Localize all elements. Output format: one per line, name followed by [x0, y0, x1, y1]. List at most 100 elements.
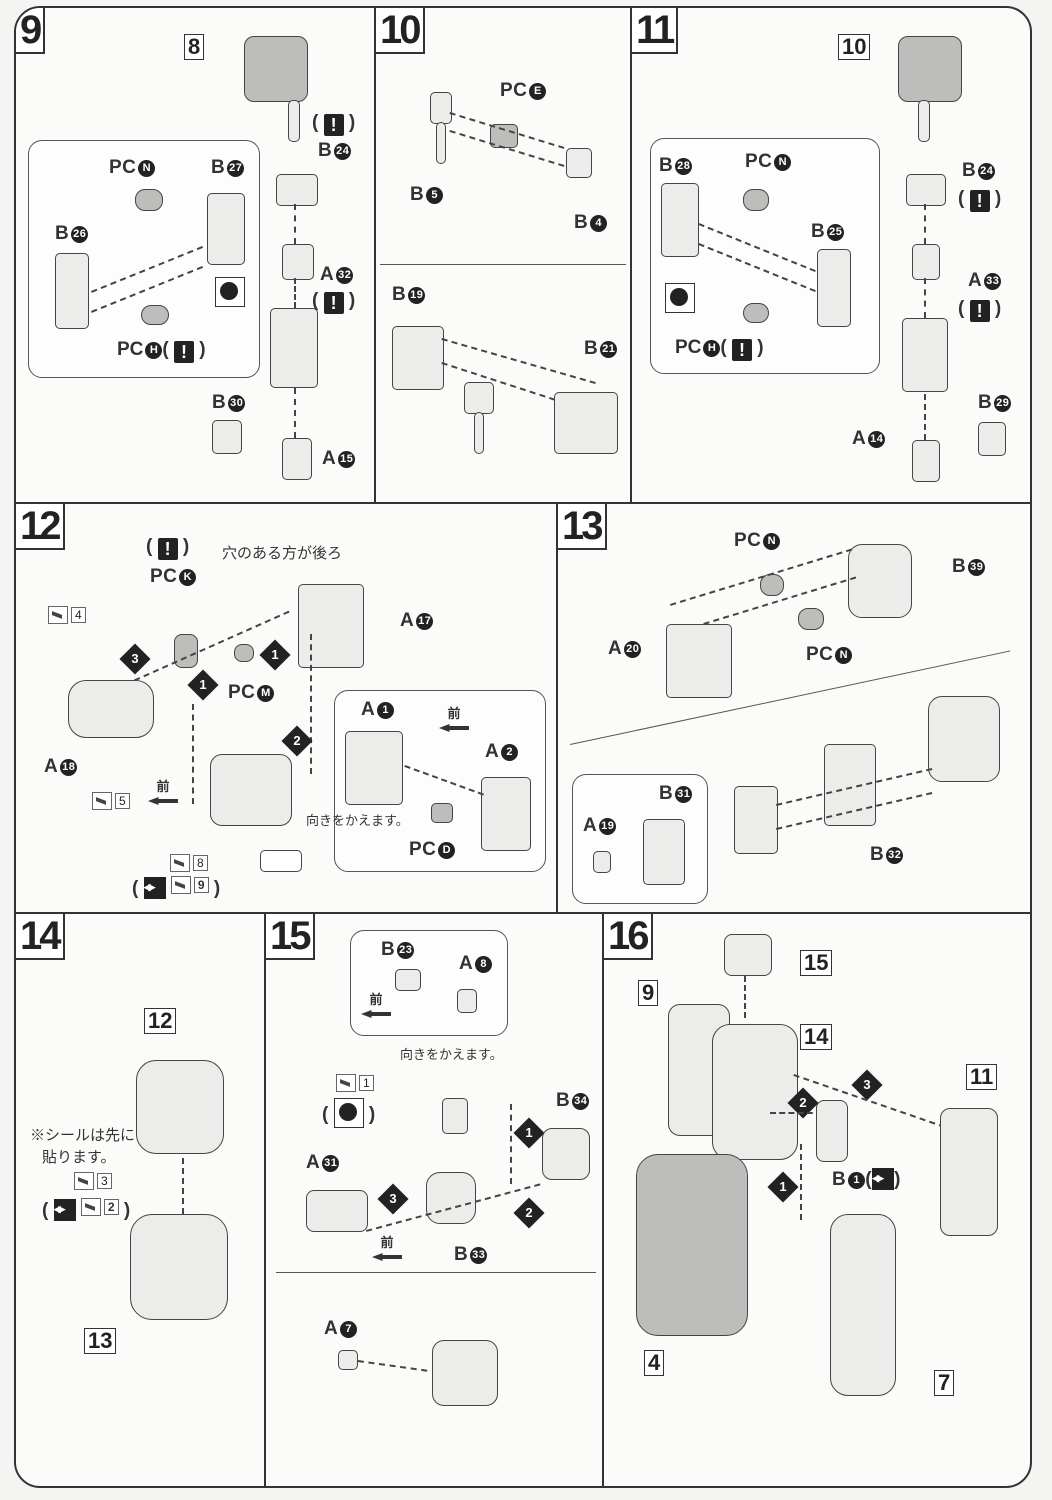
part-shoulder — [244, 36, 308, 102]
part-label-b1: B1() — [832, 1168, 901, 1191]
step-number: 12 — [16, 504, 65, 550]
sequence-marker: 1 — [187, 669, 219, 701]
sticker-icon — [48, 606, 68, 624]
sequence-marker: 3 — [119, 643, 151, 675]
part-visor — [442, 1098, 468, 1134]
part-peg — [918, 100, 930, 142]
warning-icon: ! — [323, 114, 344, 136]
sequence-marker: 3 — [377, 1183, 409, 1215]
part-b26 — [55, 253, 89, 329]
warning-icon: ! — [969, 190, 990, 212]
sequence-marker: 2 — [513, 1197, 545, 1229]
part-a7 — [338, 1350, 358, 1370]
sticker-icon — [170, 854, 190, 872]
part-b23 — [395, 969, 421, 991]
front-direction: 前 — [361, 989, 391, 1018]
part-torso — [712, 1024, 798, 1160]
part-b29 — [978, 422, 1006, 456]
assembly-line — [924, 204, 926, 244]
part-a19 — [593, 851, 611, 873]
note-sticker-first: ※シールは先に — [30, 1127, 136, 1144]
part-pc-k — [174, 634, 198, 668]
part-shoulder — [898, 36, 962, 102]
sticker-3: 3 — [74, 1172, 112, 1190]
warning-icon: ! — [174, 341, 195, 363]
part-b32 — [824, 744, 876, 826]
step-number: 15 — [266, 914, 315, 960]
mirror-icon — [872, 1168, 895, 1190]
part-torso-lower — [130, 1214, 228, 1320]
divider — [630, 8, 632, 502]
divider — [264, 912, 266, 1486]
assembly-line — [670, 548, 853, 606]
part-head — [724, 934, 772, 976]
part-right-leg — [830, 1214, 896, 1396]
warning-icon: ! — [323, 292, 344, 314]
subassembly-ref: 12 — [144, 1008, 177, 1034]
divider — [602, 912, 604, 1486]
front-direction: 前 — [439, 703, 469, 732]
subassembly-ref: 13 — [84, 1328, 117, 1354]
warning-note: ( ! ) — [312, 290, 356, 314]
part-a2 — [481, 777, 531, 851]
part-pc-m — [234, 644, 254, 662]
sticker-icon — [92, 792, 112, 810]
subassembly-ref: 7 — [934, 1370, 955, 1396]
divider — [380, 264, 626, 265]
mirror-sticker-note: ( 2 ) — [42, 1198, 130, 1222]
part-b25 — [817, 249, 851, 327]
assembly-line — [698, 223, 816, 273]
assembly-line — [182, 1158, 184, 1214]
note-turn-around: 向きをかえます。 — [400, 1047, 503, 1062]
part-a33 — [912, 244, 940, 280]
part-right-arm — [940, 1108, 998, 1236]
front-arrow-icon — [148, 797, 178, 805]
step-number: 13 — [558, 504, 607, 550]
warning-icon: ! — [969, 300, 990, 322]
part-b33 — [426, 1172, 476, 1224]
part-a8 — [457, 989, 477, 1013]
part-a20 — [666, 624, 732, 698]
part-b21 — [554, 392, 618, 454]
assembly-line — [357, 1360, 428, 1372]
assembly-line — [770, 1112, 822, 1114]
part-a18 — [68, 680, 154, 738]
part-b27 — [207, 193, 245, 265]
part-a32 — [282, 244, 314, 280]
assembly-line — [510, 1104, 512, 1184]
part-b30 — [212, 420, 242, 454]
part-joint-peg — [474, 412, 484, 454]
step-number: 11 — [632, 8, 679, 54]
assembly-line — [294, 278, 296, 308]
sequence-marker: 1 — [513, 1117, 545, 1149]
sticker-icon — [74, 1172, 94, 1190]
part-pc-n — [135, 189, 163, 211]
part-a31 — [306, 1190, 368, 1232]
sticker-4: 4 — [48, 606, 86, 624]
part-upper-arm — [270, 308, 318, 388]
warning-note: ( ! ) — [958, 298, 1002, 322]
warning-icon: ! — [732, 339, 753, 361]
